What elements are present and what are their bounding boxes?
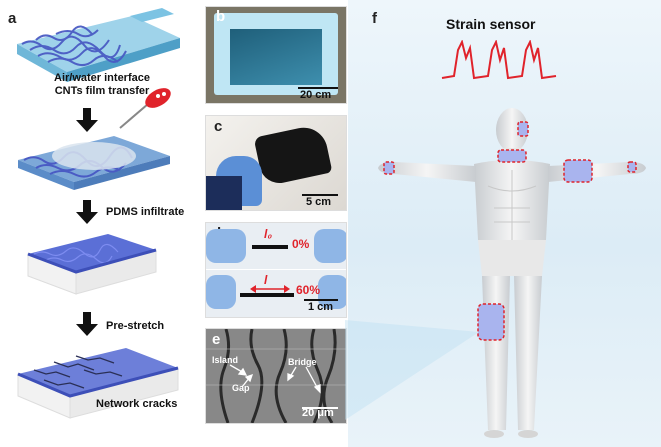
step3-label: Pre-stretch [106, 320, 165, 332]
sensor-patch-neck [497, 149, 527, 163]
scale-bar-label: 20 μm [302, 407, 334, 419]
panel-c-letter: c [214, 118, 223, 135]
panel-f-letter: f [372, 10, 377, 27]
panel-e-letter: e [212, 331, 221, 348]
sensor-patch-knee [477, 303, 505, 341]
strain-0-label: 0% [292, 237, 310, 251]
sensor-patch-right-wrist [627, 161, 637, 173]
scale-bar-label: 20 cm [300, 89, 332, 101]
strain-60-label: 60% [296, 283, 321, 297]
annotation-arrows [229, 364, 321, 394]
sensor-patch-left-wrist [383, 161, 395, 175]
human-body-illustration [378, 108, 646, 438]
cnt-film-water-illustration [17, 8, 180, 82]
step1-line2: CNTs film transfer [54, 85, 150, 97]
sensor-patch-right-elbow [563, 159, 593, 183]
step4-label: Network cracks [96, 398, 178, 410]
step2-label: PDMS infiltrate [106, 206, 185, 218]
down-arrow-icon [76, 200, 98, 224]
flexible-film-photo: c 5 cm [205, 115, 347, 211]
panel-a-letter: a [8, 10, 17, 27]
water-tray-photo: 20 cm [205, 6, 347, 104]
panel-b-letter: b [216, 8, 226, 25]
island-label: Island [212, 355, 239, 365]
pipette-icon [119, 88, 171, 129]
strain-signal-plot [441, 40, 557, 80]
step1-line1: Air/water interface [54, 72, 150, 84]
sem-image: e Island Gap Bridge 20 μm [205, 328, 347, 424]
scale-bar-label: 1 cm [308, 301, 334, 313]
step1-label: Air/water interface CNTs film transfer [42, 72, 162, 98]
pdms-block-illustration [27, 234, 157, 295]
bridge-label: Bridge [288, 357, 317, 367]
cracked-block-illustration [17, 348, 179, 419]
stretch-test-photo: d l₀ 0% l 60% 1 cm [205, 222, 347, 318]
film-on-substrate-illustration [18, 136, 170, 190]
scale-bar-label: 5 cm [306, 196, 332, 208]
sensor-patch-cheek [517, 121, 529, 137]
strain-sensor-title: Strain sensor [446, 16, 536, 32]
gap-label: Gap [232, 383, 250, 393]
callout-cone [345, 320, 479, 420]
stretch-arrow-icon [250, 285, 290, 293]
length-l-label: l [264, 273, 268, 287]
length-l0-label: l₀ [264, 227, 273, 241]
down-arrow-icon [76, 312, 98, 336]
down-arrow-icon [76, 108, 98, 132]
